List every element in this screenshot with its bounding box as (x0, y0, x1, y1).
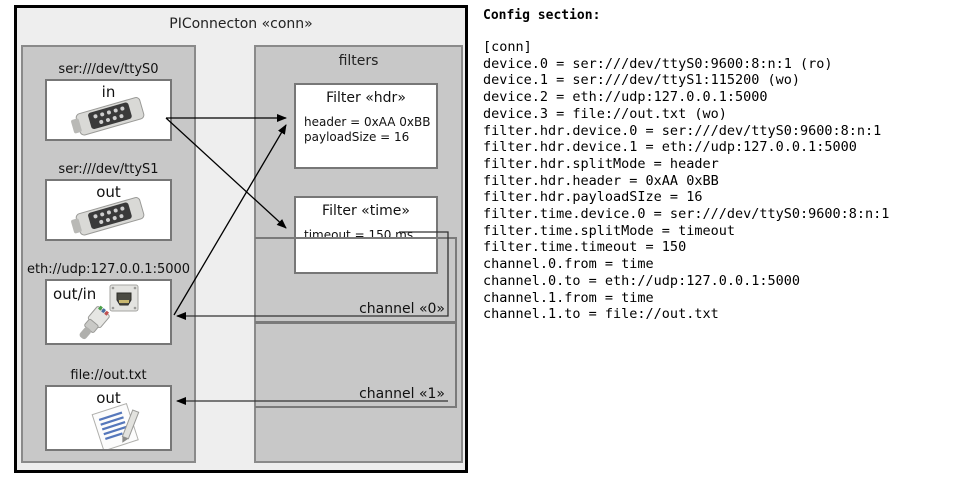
device-box-file[interactable]: out (45, 385, 172, 453)
filter-box-hdr[interactable]: Filter «hdr» header = 0xAA 0xBB payloadS… (294, 83, 438, 169)
config-heading: Config section: (483, 8, 601, 23)
filter-time-title: Filter «time» (322, 203, 410, 219)
device-io-eth: out/in (53, 285, 97, 303)
config-section: Config section: [conn] device.0 = ser://… (483, 8, 953, 323)
device-group-file: file://out.txt out (23, 367, 194, 453)
serial-port-icon (69, 195, 153, 241)
device-label-ttyS0: ser:///dev/ttyS0 (58, 62, 159, 77)
device-label-file: file://out.txt (70, 368, 147, 383)
device-label-eth: eth://udp:127.0.0.1:5000 (26, 262, 191, 277)
device-group-eth: eth://udp:127.0.0.1:5000 out/in (23, 261, 194, 345)
device-box-ttyS0[interactable]: in (45, 79, 172, 141)
device-box-eth[interactable]: out/in (45, 279, 172, 345)
devices-panel: ser:///dev/ttyS0 in (21, 45, 196, 463)
device-io-file: out (96, 389, 121, 407)
device-io-ttyS1: out (96, 183, 121, 201)
channel-box-0: channel «0» (255, 237, 457, 323)
config-text: [conn] device.0 = ser:///dev/ttyS0:9600:… (483, 39, 890, 323)
filter-hdr-title: Filter «hdr» (326, 90, 406, 106)
device-label-ttyS1: ser:///dev/ttyS1 (58, 162, 159, 177)
diagram-title: PIConnecton «conn» (169, 16, 313, 32)
channel-1-label: channel «1» (359, 386, 445, 402)
filter-hdr-attr-payload: payloadSize = 16 (304, 130, 410, 144)
device-io-ttyS0: in (101, 83, 116, 101)
device-box-ttyS1[interactable]: out (45, 179, 172, 241)
text-file-icon (91, 402, 147, 453)
ethernet-cable-icon (65, 303, 121, 349)
filters-panel: filters Filter «hdr» header = 0xAA 0xBB … (254, 45, 463, 463)
device-group-ttyS0: ser:///dev/ttyS0 in (23, 61, 194, 141)
ethernet-icon (109, 284, 139, 316)
channel-0-label: channel «0» (359, 301, 445, 317)
channel-box-1: channel «1» (255, 322, 457, 408)
piconnector-diagram: PIConnecton «conn» ser:///dev/ttyS0 in (14, 5, 468, 473)
filters-panel-title: filters (338, 53, 379, 69)
serial-port-icon (69, 95, 153, 141)
filter-hdr-attrs: header = 0xAA 0xBB payloadSize = 16 (304, 115, 436, 145)
filter-hdr-attr-header: header = 0xAA 0xBB (304, 115, 431, 129)
device-group-ttyS1: ser:///dev/ttyS1 out (23, 161, 194, 241)
